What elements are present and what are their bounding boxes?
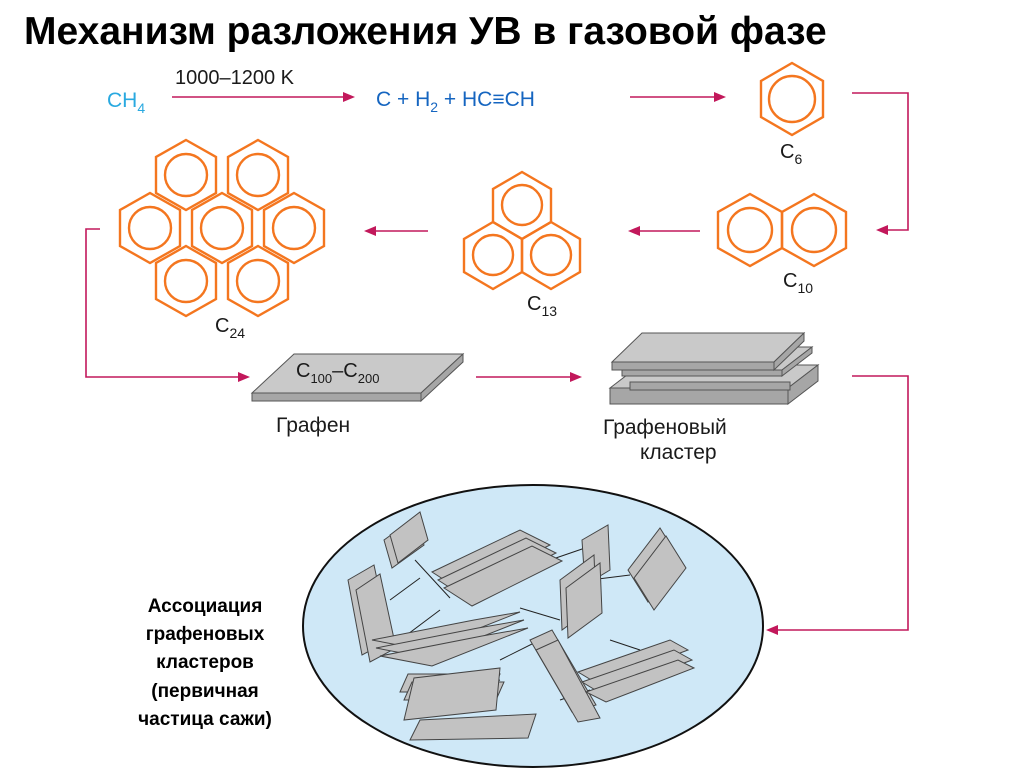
label-c24: C24	[215, 315, 245, 341]
soot-caption: Ассоциация графеновых кластеров (первичн…	[138, 596, 272, 730]
arrowhead-to-soot	[766, 625, 778, 635]
graphene-label: Графен	[276, 414, 350, 437]
arrowhead-to-c13	[628, 226, 640, 236]
arrowhead-to-cluster	[570, 372, 582, 382]
soot-caption-line-2: графеновых	[146, 624, 265, 645]
soot-caption-line-3: кластеров	[156, 652, 254, 673]
benzene-c6	[759, 61, 825, 137]
reactant-ch4: CH4	[107, 89, 145, 116]
graphene-formula: C100–C200	[296, 360, 379, 386]
coronene-c24	[118, 138, 326, 318]
arrowhead-to-c24	[364, 226, 376, 236]
connector-cluster-soot	[772, 375, 909, 631]
arrowhead-to-c6	[714, 92, 726, 102]
label-c6: C6	[780, 141, 802, 167]
soot-caption-line-4: (первичная	[151, 681, 259, 702]
graphene-sheet	[250, 352, 465, 403]
graphene-cluster-stack	[608, 331, 820, 406]
reaction-condition: 1000–1200 K	[175, 67, 295, 89]
cluster-label-line2: кластер	[640, 441, 717, 464]
connector-c24-graphene	[85, 228, 245, 378]
phenalene-c13	[462, 170, 582, 291]
soot-particle	[302, 484, 764, 768]
label-c10: C10	[783, 270, 813, 296]
connector-c6-c10	[852, 92, 909, 231]
cluster-label-line1: Графеновый	[603, 416, 727, 439]
soot-caption-line-1: Ассоциация	[148, 596, 263, 617]
arrowhead-to-c10	[876, 225, 888, 235]
arrowhead-to-graphene	[238, 372, 250, 382]
label-c13: C13	[527, 293, 557, 319]
arrowhead-reaction	[343, 92, 355, 102]
page-title: Механизм разложения УВ в газовой фазе	[24, 10, 827, 53]
products-line: C + H2 + HC≡CH	[376, 88, 535, 115]
naphthalene-c10	[716, 192, 848, 268]
reaction-equation: CH4 1000–1200 K C + H2 + HC≡CH	[107, 67, 535, 116]
soot-caption-line-5: частица сажи)	[138, 709, 272, 730]
